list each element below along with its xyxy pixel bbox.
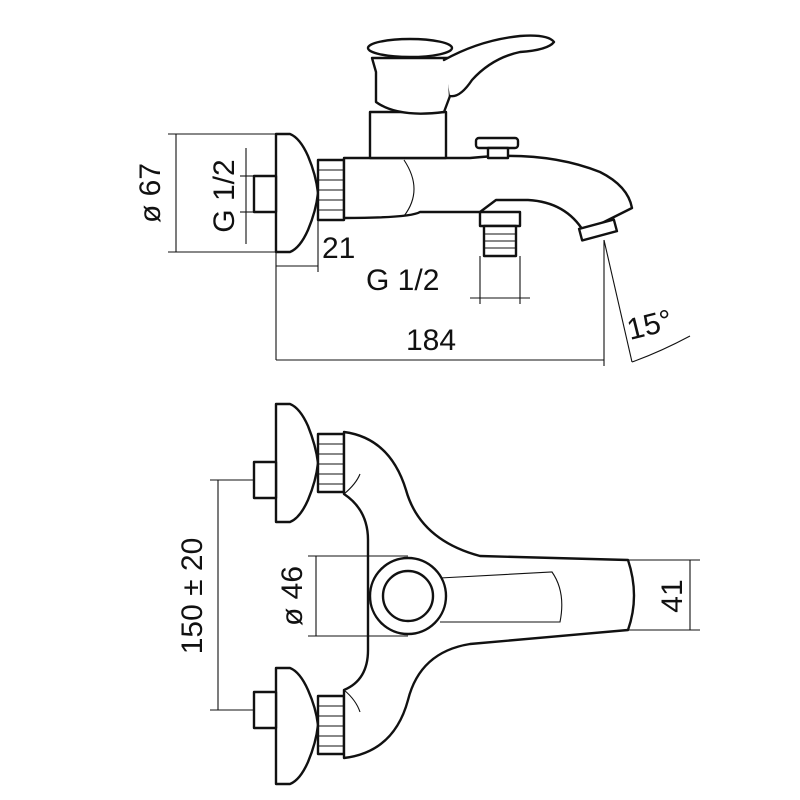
dim-label-spout-width: 41 (656, 579, 689, 612)
top-dim-center-distance: 150 ± 20 (176, 479, 254, 711)
dim-label-inlet-thread: G 1/2 (208, 159, 241, 232)
dim-label-overall-length: 184 (406, 324, 456, 357)
side-wall-flange (252, 132, 320, 254)
dim-label-outlet-thread: G 1/2 (366, 264, 439, 297)
top-lower-wall-flange (252, 666, 346, 786)
side-aerator (577, 218, 619, 242)
dim-label-center-distance: 150 ± 20 (176, 538, 209, 655)
top-dim-spout-width: 41 (628, 559, 700, 631)
top-view: 150 ± 20 ø 46 41 (176, 402, 700, 786)
dim-label-nut-width: 21 (322, 232, 355, 265)
top-spout (439, 571, 563, 623)
side-dim-overall-length: 184 (276, 240, 605, 366)
side-dim-spout-angle: 15° (603, 239, 691, 363)
top-dim-handle-diameter: ø 46 (276, 555, 408, 637)
side-shower-outlet (478, 210, 522, 258)
side-lever-handle (366, 34, 556, 160)
top-body (342, 430, 636, 760)
side-view: ø 67 G 1/2 21 G 1/2 184 (134, 34, 691, 366)
dim-label-flange-diameter: ø 67 (134, 163, 167, 223)
side-dim-flange-diameter: ø 67 (134, 133, 276, 253)
top-upper-wall-flange (252, 402, 346, 524)
side-hex-nut (316, 158, 346, 222)
side-dim-outlet-thread: G 1/2 (366, 256, 530, 304)
dim-label-spout-angle: 15° (624, 304, 676, 347)
side-dim-inlet-thread: G 1/2 (208, 148, 254, 244)
side-diverter-knob (474, 136, 520, 160)
top-handle-ring (368, 556, 448, 636)
side-dim-nut-width: 21 (275, 220, 355, 360)
dim-label-handle-diameter: ø 46 (276, 566, 309, 626)
